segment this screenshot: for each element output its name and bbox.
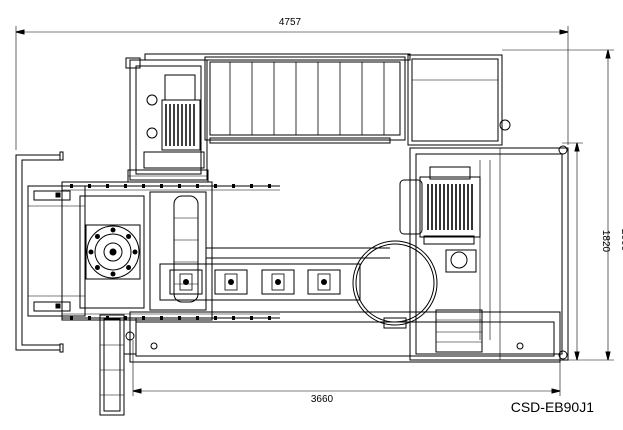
filling-station xyxy=(169,269,203,295)
rail-bolt xyxy=(214,184,217,188)
index-hole xyxy=(126,233,132,239)
index-hole xyxy=(94,233,100,239)
sensor-port xyxy=(445,249,477,273)
drive-brackets xyxy=(127,169,209,183)
outfeed-conveyor xyxy=(99,314,137,416)
rail-bolt xyxy=(196,316,199,320)
guide-column xyxy=(149,191,207,311)
main-frame-left xyxy=(61,181,280,321)
infeed-conveyor xyxy=(27,185,86,317)
rail-bolt xyxy=(160,184,163,188)
inner-length-label: 3660 xyxy=(311,394,334,405)
top-right-panel xyxy=(407,54,511,146)
rail-bolt xyxy=(106,184,109,188)
rail-bolt xyxy=(268,316,271,320)
dimension-overall-width: 2660 xyxy=(502,49,623,361)
dimension-inner-length: 3660 xyxy=(132,340,561,405)
rail-bolt xyxy=(178,184,181,188)
overall-width-label: 2660 xyxy=(619,229,623,252)
hopper-drum xyxy=(352,240,438,329)
index-hole xyxy=(132,249,138,255)
filling-station xyxy=(214,269,248,295)
rail-bolt xyxy=(178,316,181,320)
rail-bolt xyxy=(70,316,73,320)
drive-unit xyxy=(125,57,208,181)
rail-bolt xyxy=(250,316,253,320)
filling-station xyxy=(307,269,341,295)
infeed-guard xyxy=(15,151,64,353)
rail-bolt xyxy=(88,184,91,188)
overall-length-label: 4757 xyxy=(279,17,302,28)
index-hole xyxy=(88,249,94,255)
right-base-frame xyxy=(409,145,569,361)
top-slat-conveyor xyxy=(144,53,411,144)
model-code-label: CSD-EB90J1 xyxy=(511,399,594,415)
rail-bolt xyxy=(214,316,217,320)
index-hole xyxy=(94,265,100,271)
rail-bolt xyxy=(142,316,145,320)
dimension-inner-width: 1820 xyxy=(562,142,611,361)
station-row xyxy=(159,247,390,301)
index-hole xyxy=(110,227,116,233)
index-hole xyxy=(110,271,116,277)
rail-bolt xyxy=(250,184,253,188)
rail-bolts xyxy=(70,184,271,320)
dimension-overall-length: 4757 xyxy=(15,17,569,150)
index-hole xyxy=(126,265,132,271)
rail-bolt xyxy=(106,316,109,320)
rail-bolt xyxy=(88,316,91,320)
rail-bolt xyxy=(160,316,163,320)
filling-station xyxy=(261,269,295,295)
main-motor xyxy=(399,166,481,245)
rail-bolt xyxy=(70,184,73,188)
rail-bolt xyxy=(142,184,145,188)
rotary-index-table xyxy=(85,224,141,280)
rail-bolt xyxy=(124,184,127,188)
rail-bolt xyxy=(232,184,235,188)
rail-bolt xyxy=(268,184,271,188)
rail-bolt xyxy=(232,316,235,320)
inner-width-label: 1820 xyxy=(600,230,611,253)
rail-bolt xyxy=(196,184,199,188)
